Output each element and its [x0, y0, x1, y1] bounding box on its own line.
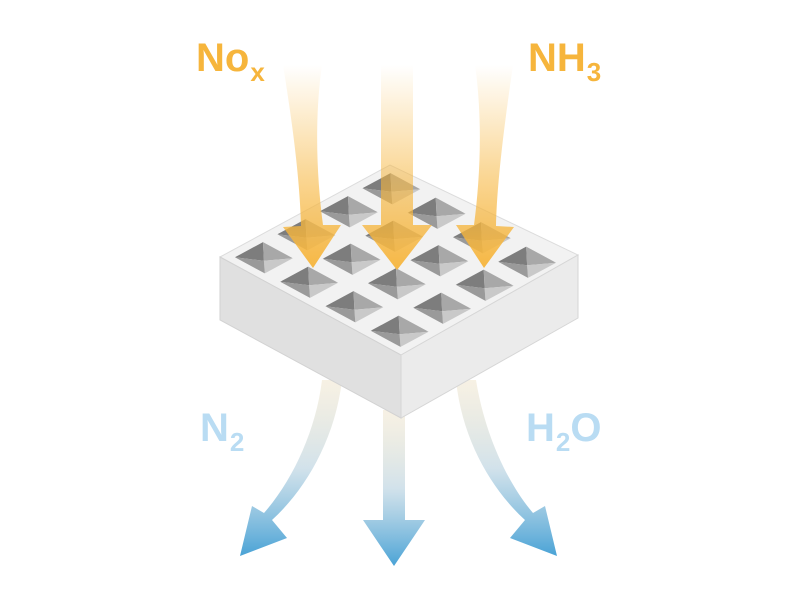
catalyst-cell-facet	[435, 197, 466, 217]
catalyst-cell-facet	[396, 284, 426, 300]
catalyst-cell-facet	[263, 258, 293, 274]
catalyst-cell-facet	[280, 266, 310, 286]
catalyst-cell-facet	[322, 258, 353, 275]
catalyst-cell-facet	[280, 281, 310, 298]
catalyst-cell-facet	[309, 282, 339, 298]
catalyst-cell-facet	[498, 246, 528, 266]
catalyst-cell-facet	[367, 268, 397, 287]
catalyst-cell-facet	[322, 243, 352, 263]
catalyst-cell-facet	[442, 308, 472, 324]
catalyst-cell-facet	[483, 269, 514, 289]
catalyst-cell-facet	[455, 284, 486, 301]
catalyst-cell-facet	[350, 243, 381, 263]
catalyst-cell-facet	[407, 197, 437, 217]
catalyst-cell-facet	[348, 212, 378, 228]
catalyst-cell-facet	[398, 315, 429, 335]
catalyst-cell-facet	[413, 307, 443, 324]
catalyst-cell-facet	[436, 213, 466, 229]
catalyst-cell-facet	[399, 331, 429, 347]
catalyst-cell-facet	[319, 211, 350, 228]
catalyst-cell-facet	[410, 260, 441, 277]
catalyst-cell-facet	[410, 245, 440, 264]
catalyst-cell-facet	[413, 292, 443, 312]
output-arrow-center	[363, 410, 425, 566]
catalyst-cell-facet	[348, 196, 378, 215]
catalyst-cell-facet	[234, 242, 264, 261]
catalyst-cell-facet	[439, 261, 469, 277]
input-label-nox-base: No	[196, 36, 250, 80]
catalyst-cells	[234, 173, 557, 347]
input-arrow-right	[456, 65, 514, 268]
catalyst-cell-facet	[234, 257, 265, 274]
catalyst-cell-facet	[498, 261, 528, 278]
catalyst-cell-facet	[484, 285, 514, 301]
output-label-h2o-sub: 2	[555, 427, 571, 457]
catalyst-cell-facet	[325, 291, 355, 310]
catalyst-cell-facet	[455, 269, 485, 289]
output-label-n2-sub: 2	[229, 427, 245, 457]
input-label-nh3-sub: 3	[586, 57, 602, 87]
input-label-nox: Nox	[196, 36, 265, 85]
output-label-h2o-pre: H	[526, 406, 555, 450]
catalyst-cell-facet	[370, 315, 400, 335]
output-arrow-left	[240, 380, 342, 556]
catalyst-cell-facet	[263, 242, 293, 261]
output-label-n2: N2	[200, 406, 244, 455]
catalyst-cell-facet	[396, 268, 426, 287]
catalyst-cell-facet	[438, 245, 469, 264]
input-label-nh3: NH3	[528, 36, 601, 85]
catalyst-cell-facet	[351, 259, 381, 275]
output-arrows	[240, 380, 557, 566]
catalyst-cell-facet	[319, 196, 349, 215]
catalyst-cell-facet	[407, 212, 438, 229]
input-label-nox-sub: x	[250, 57, 265, 87]
output-label-n2-base: N	[200, 406, 229, 450]
output-label-h2o-post: O	[570, 406, 602, 450]
catalyst-cell-facet	[370, 330, 401, 347]
output-arrow-right	[456, 380, 557, 556]
catalyst-right-face	[400, 254, 579, 419]
catalyst-cell-facet	[526, 246, 557, 266]
catalyst-cell-facet	[353, 291, 384, 310]
input-arrow-left	[283, 65, 341, 268]
input-label-nh3-base: NH	[528, 36, 586, 80]
input-arrows	[283, 65, 514, 270]
catalyst-cell-facet	[527, 262, 557, 278]
catalyst-cell-facet	[354, 307, 384, 323]
input-arrow-center	[362, 65, 432, 270]
catalyst-cell-facet	[308, 266, 339, 286]
output-label-h2o: H2O	[526, 406, 602, 455]
catalyst-cell-facet	[441, 292, 472, 312]
catalyst-cell-facet	[367, 283, 398, 300]
catalyst-cell-facet	[325, 306, 356, 323]
